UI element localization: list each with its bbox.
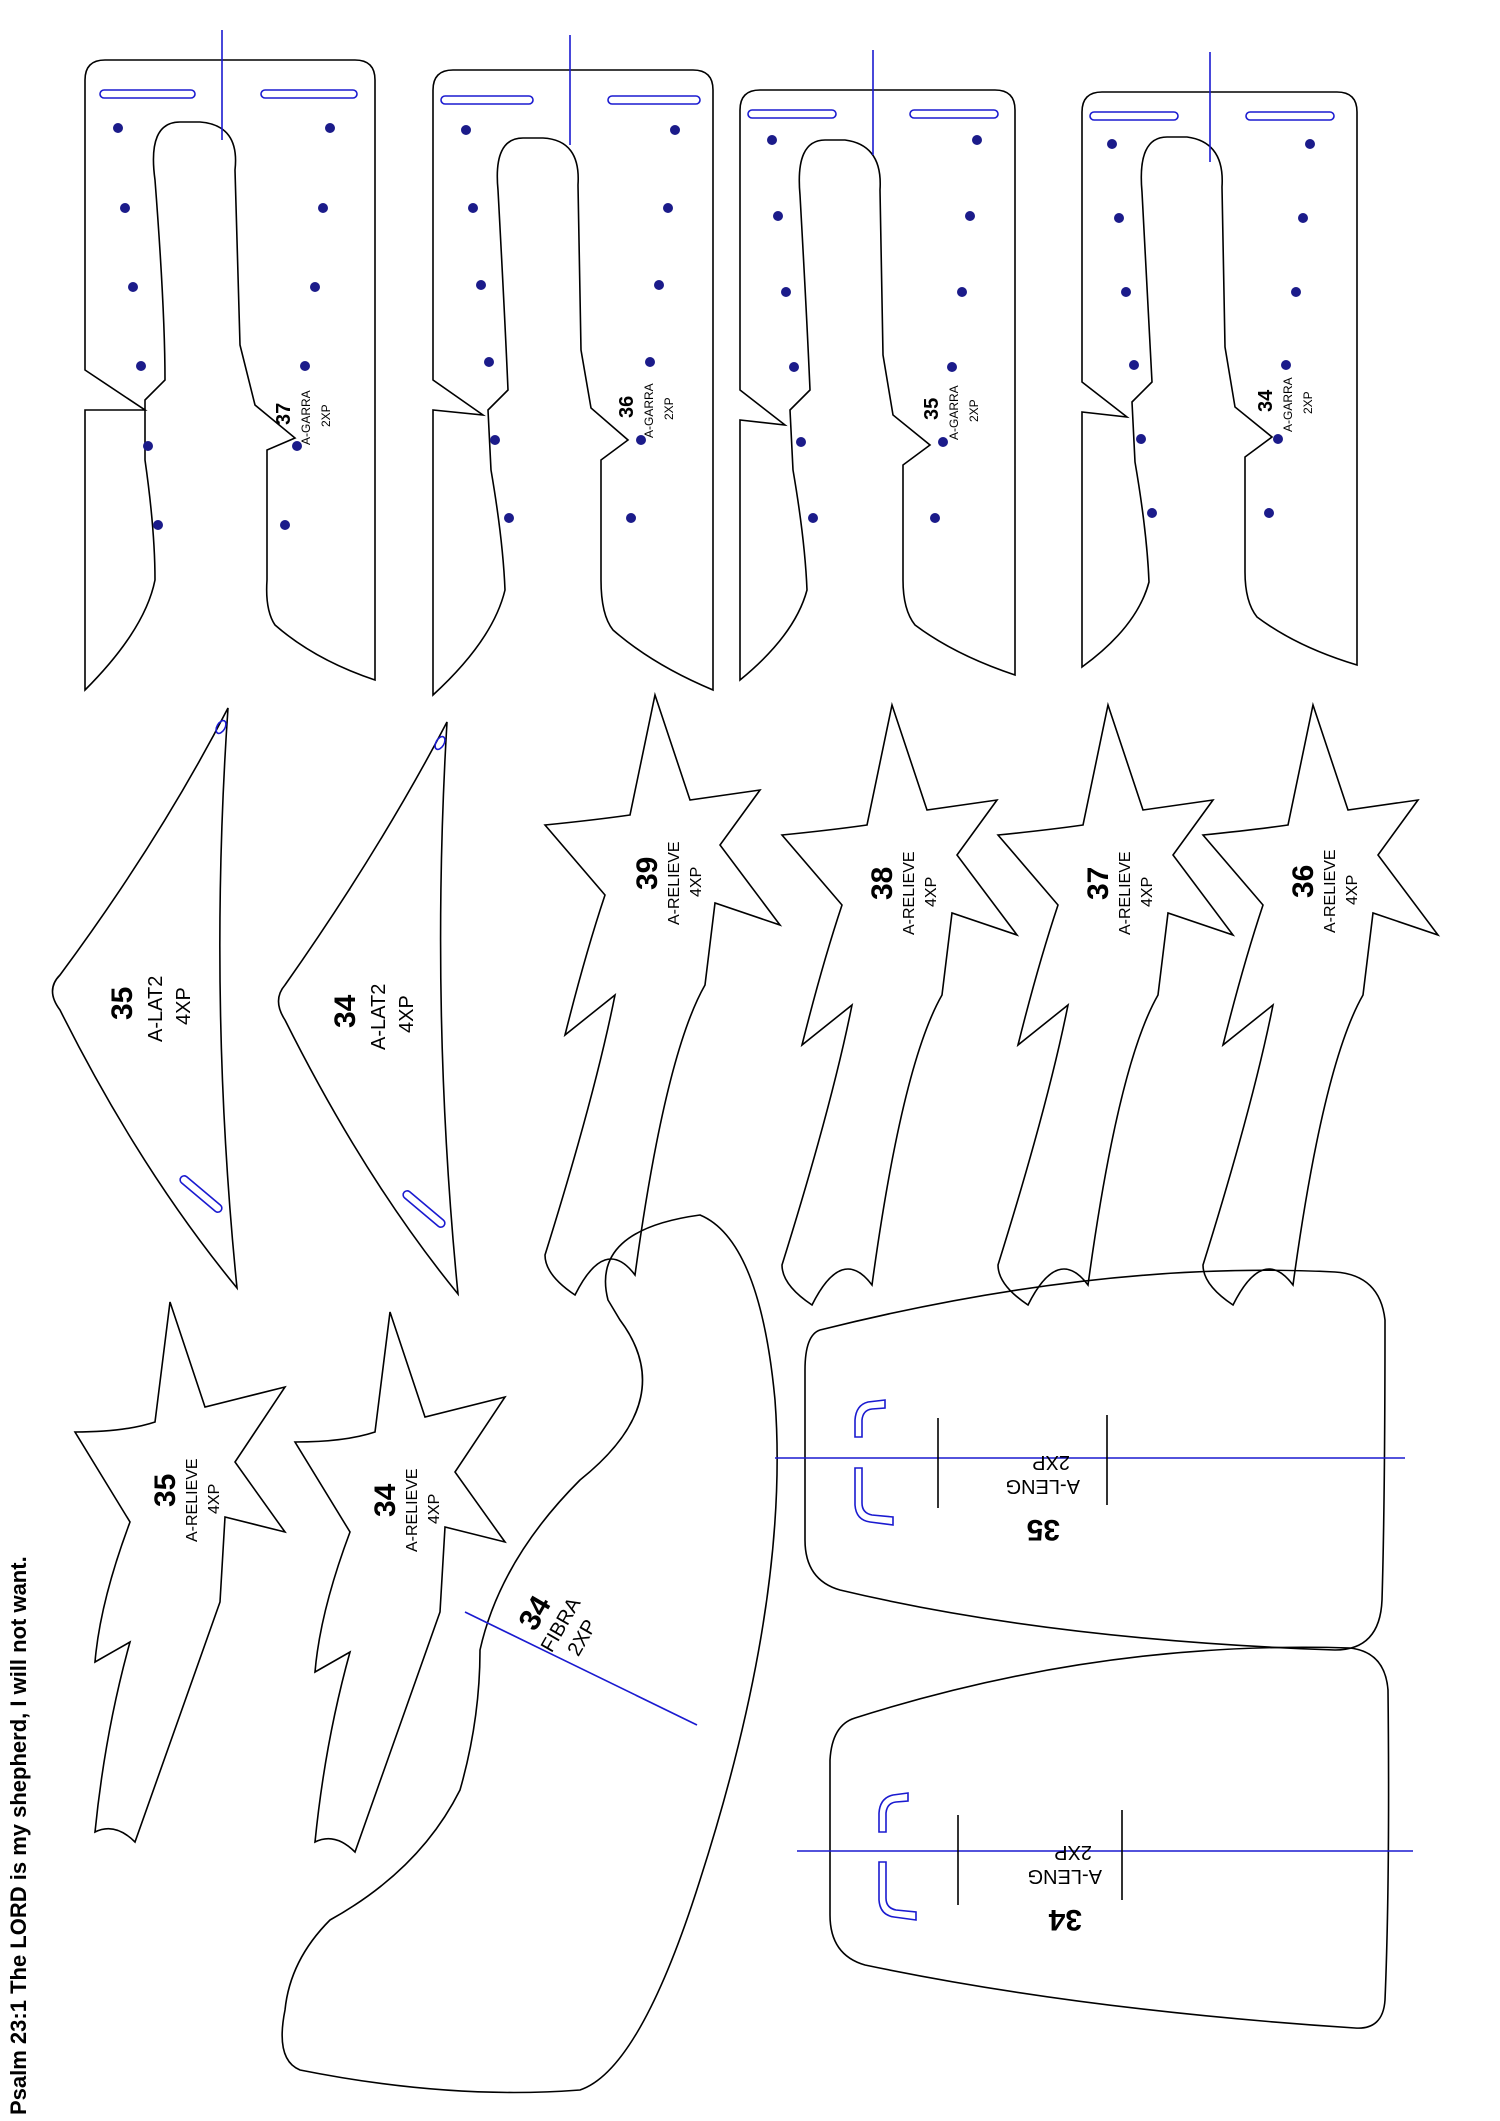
garra-qty: 2XP	[1301, 391, 1315, 414]
relieve-name: A-RELIEVE	[666, 841, 683, 925]
lat2-name: A-LAT2	[368, 984, 390, 1050]
relieve-qty: 4XP	[1139, 877, 1156, 907]
garra-name: A-GARRA	[299, 390, 313, 445]
garra-qty: 2XP	[319, 404, 333, 427]
relieve-name: A-RELIEVE	[404, 1468, 421, 1552]
garra-name: A-GARRA	[947, 385, 961, 440]
leng-qty: 2XP	[1054, 1841, 1092, 1863]
lat2-name: A-LAT2	[145, 976, 167, 1042]
relieve-size: 35	[149, 1474, 182, 1507]
lat2-size: 35	[106, 987, 139, 1020]
verse-caption: Psalm 23:1 The LORD is my shepherd, I wi…	[6, 1556, 31, 2115]
relieve-piece-39: 39 A-RELIEVE 4XP	[543, 691, 783, 1297]
relieve-size: 37	[1082, 867, 1115, 900]
relieve-name: A-RELIEVE	[184, 1458, 201, 1542]
garra-size: 37	[273, 403, 295, 425]
leng-size: 34	[1048, 1903, 1082, 1936]
relieve-qty: 4XP	[923, 877, 940, 907]
garra-size: 36	[616, 396, 638, 418]
relieve-piece-35: 35 A-RELIEVE 4XP	[73, 1301, 287, 1844]
relieve-qty: 4XP	[1344, 875, 1361, 905]
garra-size: 35	[921, 398, 943, 420]
leng-piece-34: 34 A-LENG 2XP	[797, 1646, 1413, 2029]
lat2-size: 34	[329, 994, 362, 1028]
relieve-size: 38	[866, 867, 899, 900]
garra-piece-36: 36 A-GARRA 2XP	[432, 35, 714, 697]
relieve-name: A-RELIEVE	[901, 851, 918, 935]
leng-size: 35	[1027, 1513, 1060, 1546]
relieve-size: 39	[631, 857, 664, 890]
relieve-piece-37: 37 A-RELIEVE 4XP	[996, 701, 1236, 1307]
relieve-name: A-RELIEVE	[1322, 849, 1339, 933]
fibra-piece-34: 34 FIBRA 2XP	[281, 1214, 778, 2094]
garra-piece-35: 35 A-GARRA 2XP	[739, 50, 1016, 682]
relieve-piece-38: 38 A-RELIEVE 4XP	[780, 701, 1020, 1307]
leng-name: A-LENG	[1006, 1475, 1080, 1497]
lat2-piece-34: 34 A-LAT2 4XP	[277, 721, 460, 1297]
leng-name: A-LENG	[1028, 1865, 1102, 1887]
relieve-qty: 4XP	[426, 1494, 443, 1524]
relieve-qty: 4XP	[688, 867, 705, 897]
lat2-qty: 4XP	[396, 995, 418, 1033]
garra-name: A-GARRA	[1281, 377, 1295, 432]
relieve-size: 36	[1287, 865, 1320, 898]
garra-size: 34	[1255, 389, 1277, 412]
relieve-piece-34: 34 A-RELIEVE 4XP	[293, 1311, 507, 1854]
lat2-piece-35: 35 A-LAT2 4XP	[51, 707, 239, 1291]
leng-piece-35: 35 A-LENG 2XP	[775, 1269, 1405, 1651]
lat2-qty: 4XP	[173, 987, 195, 1025]
leng-qty: 2XP	[1032, 1451, 1070, 1473]
garra-name: A-GARRA	[642, 383, 656, 438]
relieve-piece-36: 36 A-RELIEVE 4XP	[1201, 701, 1441, 1307]
garra-qty: 2XP	[967, 399, 981, 422]
garra-piece-37: 37 A-GARRA 2XP	[84, 30, 376, 692]
garra-piece-34: 34 A-GARRA 2XP	[1081, 52, 1358, 669]
relieve-qty: 4XP	[206, 1484, 223, 1514]
relieve-name: A-RELIEVE	[1117, 851, 1134, 935]
garra-qty: 2XP	[662, 397, 676, 420]
relieve-size: 34	[369, 1483, 402, 1517]
